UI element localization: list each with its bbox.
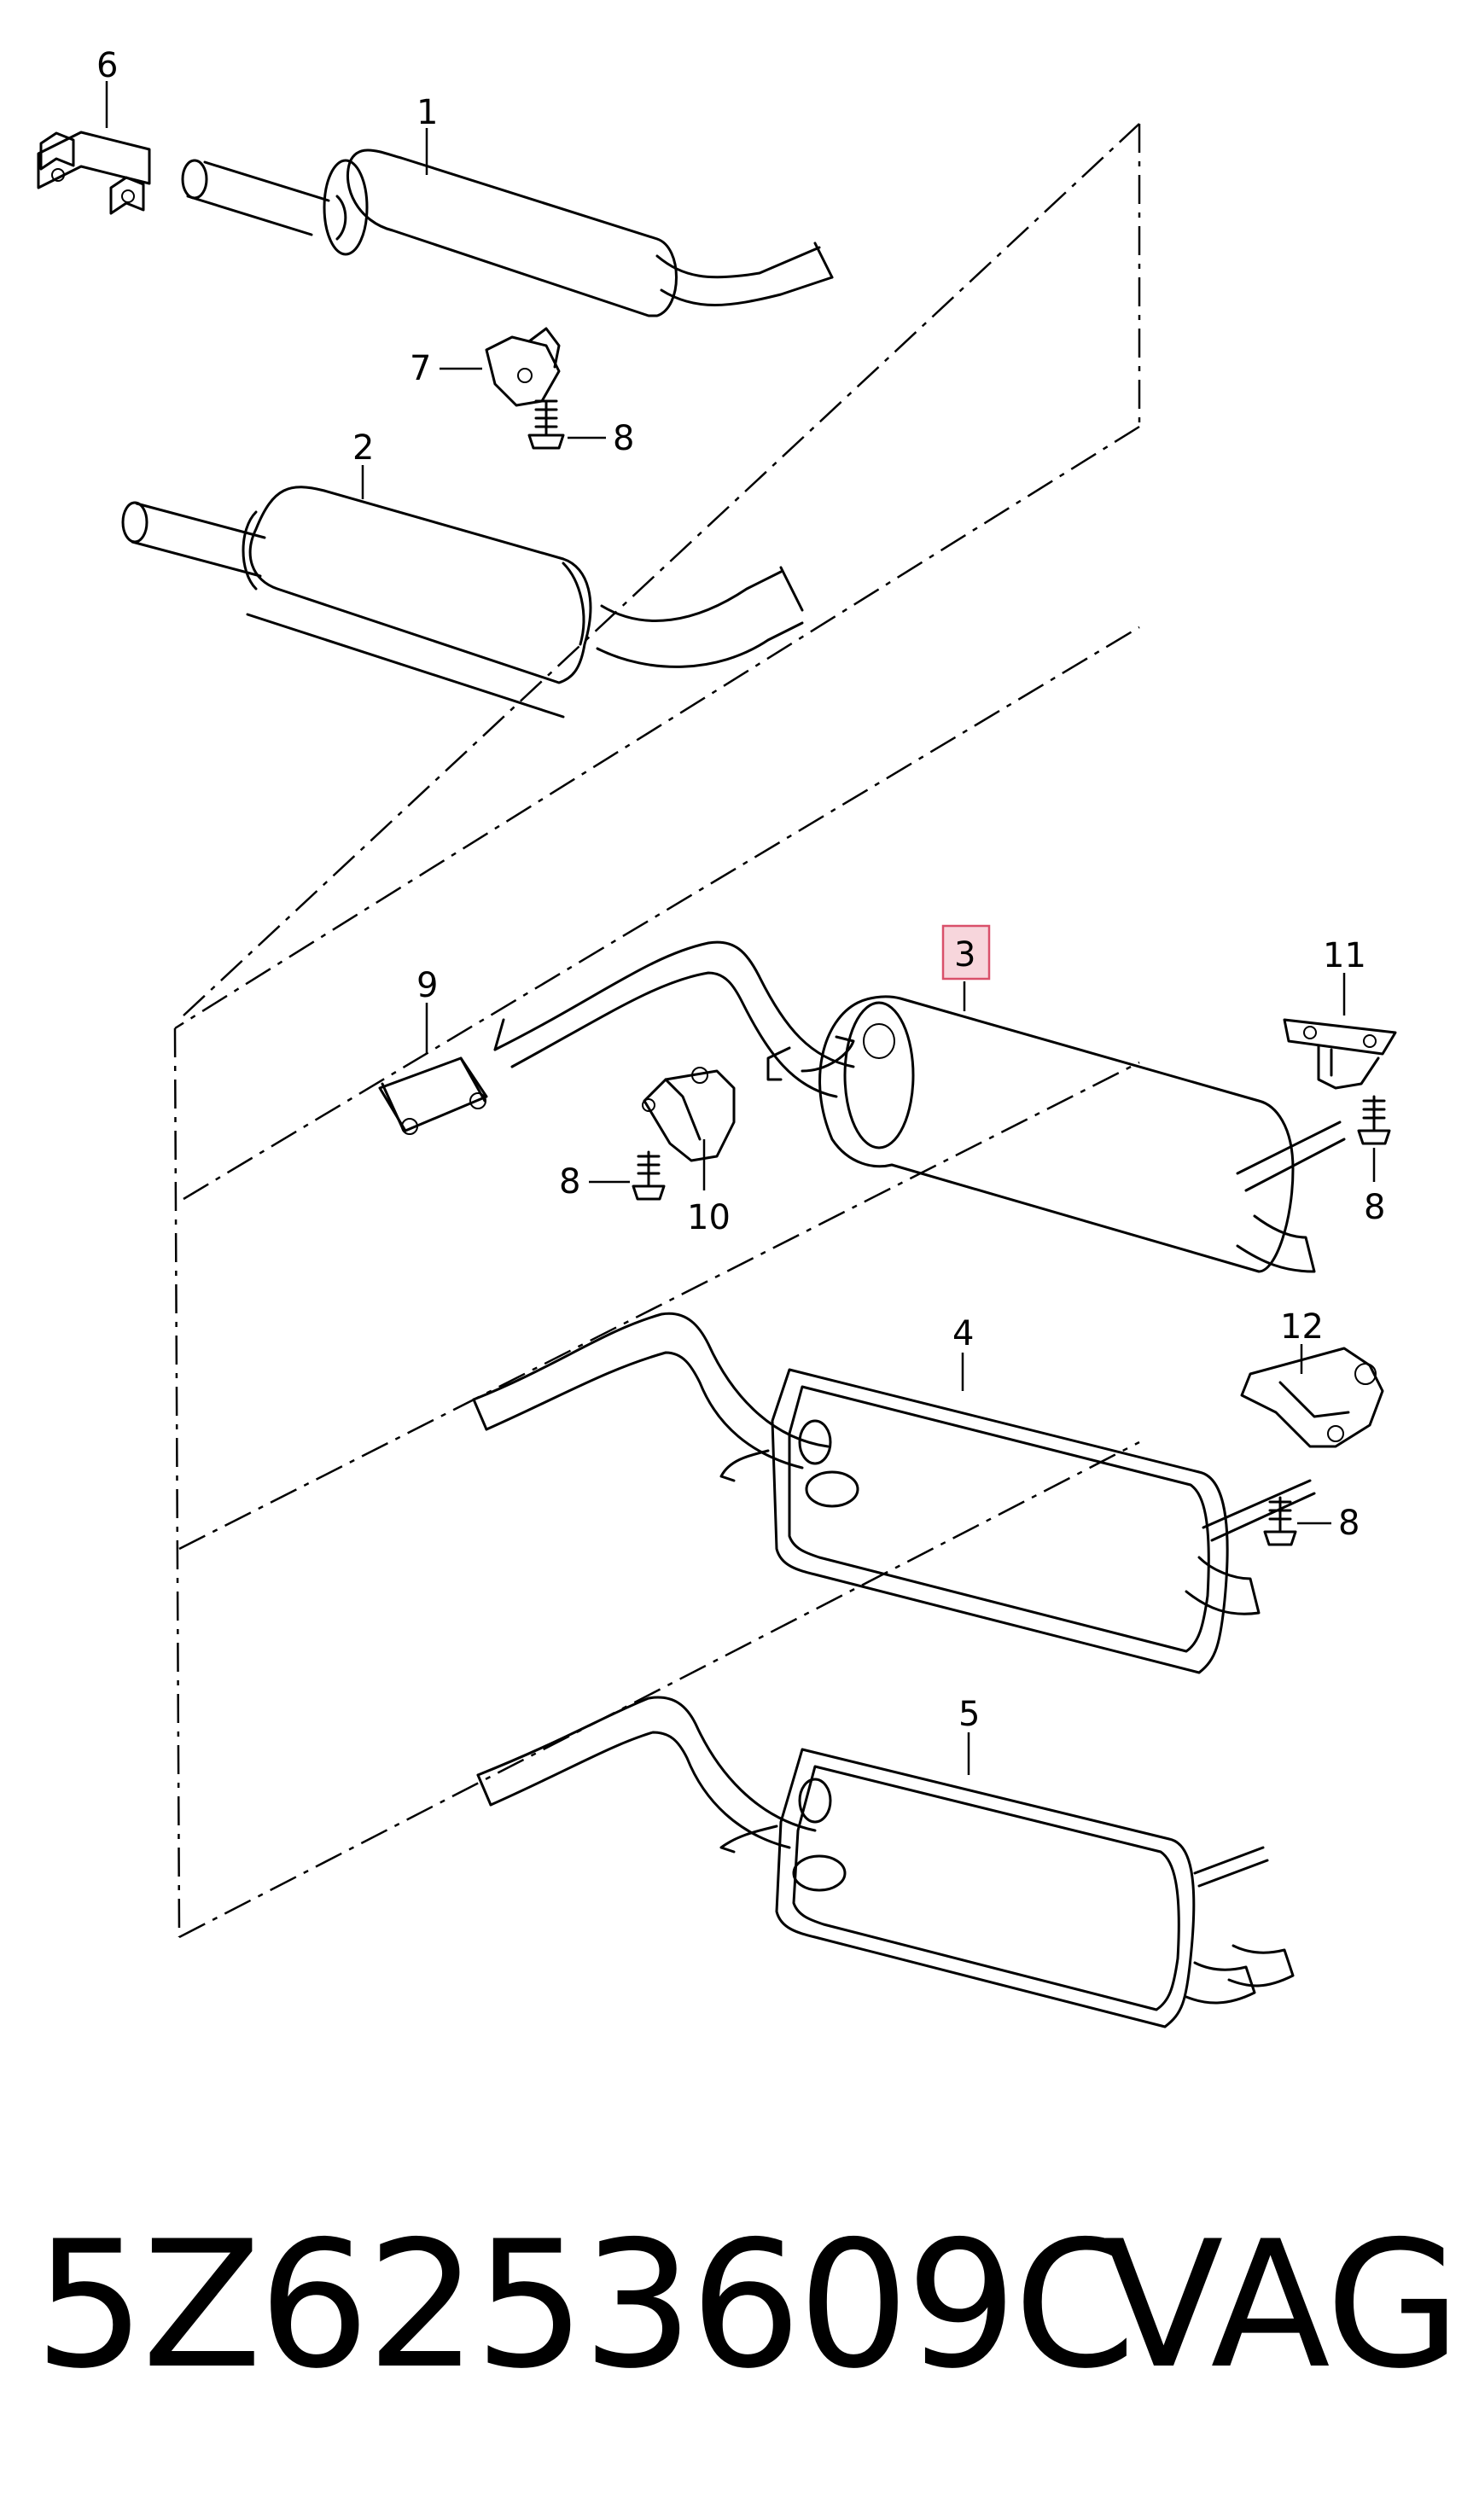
footer: 5Z6253609C VAG: [34, 2219, 1468, 2475]
label-part-8c: 8: [1364, 1188, 1385, 1227]
clamp-part-9: [378, 1056, 488, 1135]
part-number: 5Z6253609C: [34, 2204, 1136, 2407]
label-part-7: 7: [410, 349, 431, 388]
label-part-1: 1: [416, 93, 438, 132]
rear-muffler-part-5: [476, 1696, 1295, 2028]
bracket-part-7: [485, 327, 561, 407]
rear-muffler-part-3: [493, 940, 1346, 1273]
bolt-part-8b: [632, 1150, 666, 1201]
clamp-part-6: [37, 131, 151, 215]
label-part-6: 6: [96, 46, 118, 85]
bolt-part-8d: [1263, 1496, 1297, 1546]
label-part-4: 4: [952, 1314, 974, 1353]
label-part-8a: 8: [613, 419, 634, 458]
label-part-8d: 8: [1338, 1504, 1360, 1543]
hanger-part-11: [1283, 1018, 1397, 1090]
label-part-9: 9: [416, 966, 438, 1005]
bracket-part-10: [642, 1067, 736, 1162]
bolt-part-8a: [527, 399, 565, 450]
label-part-8b: 8: [559, 1162, 580, 1202]
label-part-10: 10: [687, 1198, 731, 1237]
label-part-2: 2: [352, 428, 374, 468]
leader-lines: [105, 81, 1376, 1775]
hanger-part-12: [1240, 1347, 1384, 1448]
middle-muffler-part-2: [121, 486, 804, 719]
brand-name: VAG: [1103, 2204, 1461, 2407]
label-part-3: 3: [954, 935, 975, 975]
highlight-box-part-3: [941, 924, 991, 981]
label-part-11: 11: [1323, 936, 1366, 975]
frame-lines: [173, 123, 1141, 1939]
bolt-part-8c: [1357, 1095, 1391, 1145]
rear-muffler-part-4: [472, 1312, 1316, 1674]
front-muffler-part-1: [181, 148, 834, 317]
label-part-12: 12: [1280, 1307, 1324, 1347]
label-part-5: 5: [958, 1695, 980, 1734]
